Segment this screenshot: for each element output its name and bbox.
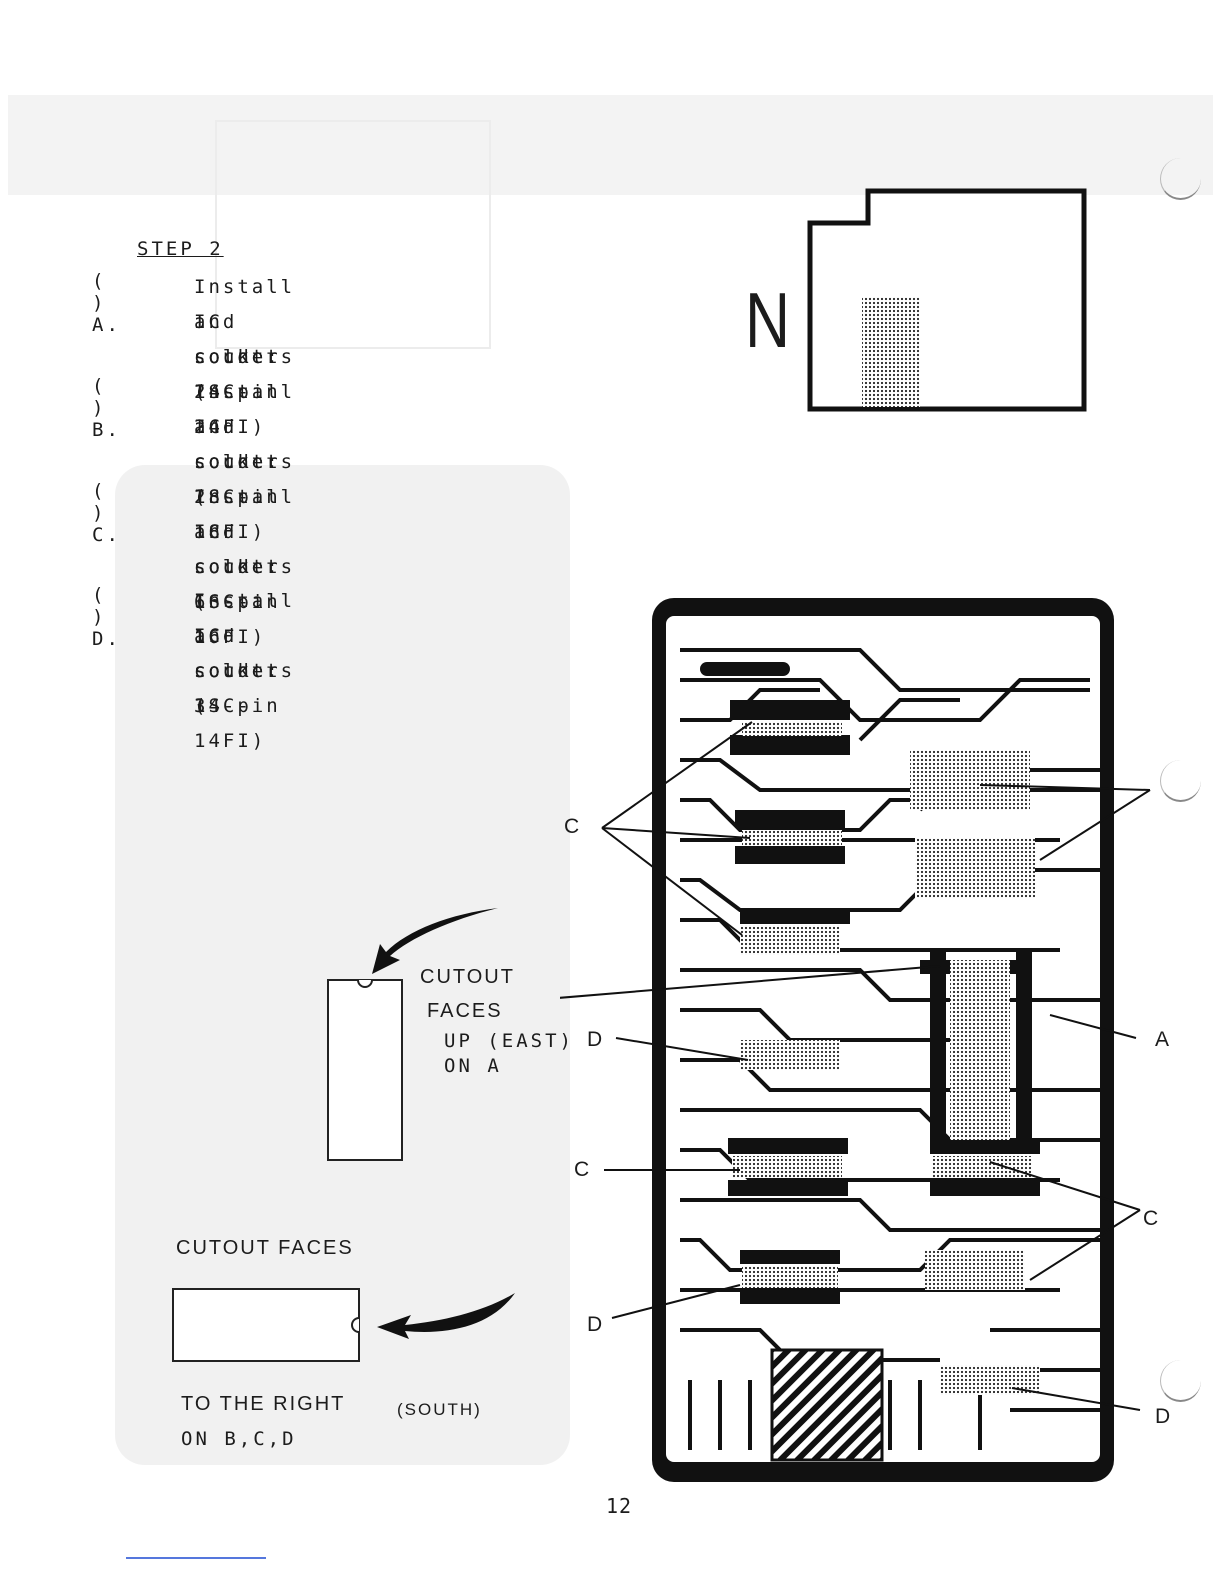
on-bcd-label: ON B,C,D — [181, 1428, 297, 1450]
step-count: count: 6 — [194, 556, 281, 613]
step-count: count: 3 — [194, 660, 281, 717]
callout-c-top: C — [564, 815, 580, 838]
hatched-pad — [770, 1348, 884, 1462]
pcb-board — [652, 598, 1114, 1482]
step-instruction: Install and solder 16-pin — [194, 486, 296, 613]
callout-c-bottom: C — [574, 1158, 590, 1181]
board-outline — [807, 188, 1087, 412]
socket-shading — [732, 722, 1040, 1395]
faces-label: FACES — [427, 1000, 503, 1022]
vertical-socket-diagram — [327, 908, 498, 1161]
ic-socket-outline — [327, 979, 403, 1161]
step-part: IC sockets (SC-14FI) — [194, 625, 296, 752]
scan-footer-mark — [126, 1557, 266, 1559]
pcb-diagram — [560, 598, 1151, 1482]
to-right-label: TO THE RIGHT — [181, 1393, 346, 1415]
north-label: N — [745, 276, 791, 364]
arrow-icon — [372, 908, 498, 974]
step-part: IC sockets (SC-16FI) — [194, 521, 296, 648]
binder-hole — [1160, 1360, 1201, 1402]
shaded-area — [862, 297, 920, 407]
binder-hole — [1160, 158, 1201, 200]
callout-c-right: C — [1143, 1207, 1159, 1230]
checkbox-label[interactable]: ( ) C. — [92, 480, 121, 546]
callout-d-middle: D — [587, 1028, 603, 1051]
south-label: (SOUTH) — [397, 1400, 482, 1419]
page-number: 12 — [606, 1494, 633, 1518]
step-title: STEP 2 — [137, 238, 224, 260]
horizontal-socket-diagram — [172, 1288, 515, 1362]
on-a-label: ON A — [444, 1055, 502, 1077]
up-east-label: UP (EAST) — [444, 1030, 574, 1052]
cutout-label: CUTOUT — [420, 966, 515, 988]
checkbox-label[interactable]: ( ) D. — [92, 584, 121, 650]
arrow-icon — [377, 1293, 515, 1339]
ic-socket-outline — [172, 1288, 360, 1362]
step-part: IC sockets (SC-24FI) — [194, 311, 296, 438]
cutout-faces-label: CUTOUT FACES — [176, 1237, 354, 1259]
board-location-inset — [807, 188, 1087, 412]
callout-d-bottom: D — [587, 1313, 603, 1336]
checkbox-label[interactable]: ( ) B. — [92, 375, 121, 441]
socket-notch — [351, 1317, 360, 1333]
step-count: count: 1 — [194, 346, 281, 403]
step-count: count: 2 — [194, 451, 281, 508]
step-instruction: Install and solder 24-pin — [194, 276, 296, 403]
leader-lines — [560, 721, 1151, 1411]
bleed-through-outline — [215, 120, 491, 349]
scan-shadow-strip — [8, 95, 1213, 195]
step-instruction: Install and solder 14-pin — [194, 590, 296, 717]
checkbox-label[interactable]: ( ) A. — [92, 270, 121, 336]
binder-hole — [1160, 760, 1201, 802]
ic-pads — [700, 662, 1040, 1304]
socket-notch — [357, 979, 373, 988]
step-instruction: Install and solder 18-pin — [194, 381, 296, 508]
callout-d-right: D — [1155, 1405, 1171, 1428]
callout-a: A — [1155, 1028, 1170, 1051]
step-part: IC sockets (SC-18FI) — [194, 416, 296, 543]
